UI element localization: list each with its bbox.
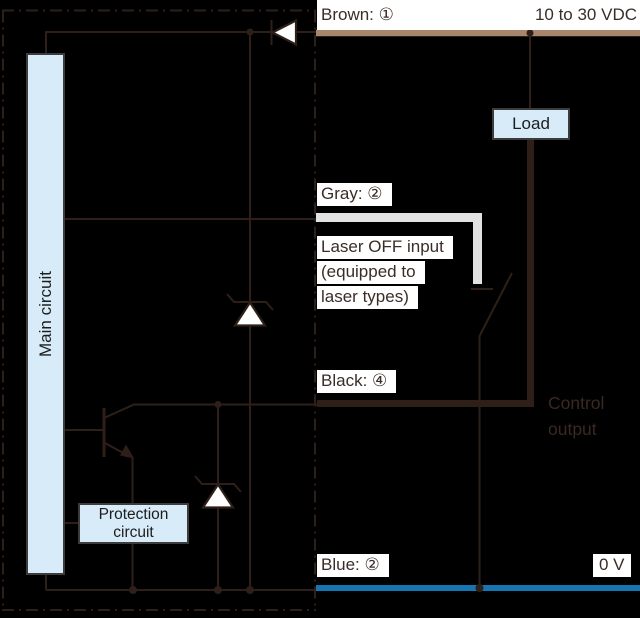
gray-wire — [316, 213, 482, 284]
laser-off-switch-icon — [471, 272, 513, 337]
protection-circuit-label: Protection circuit — [98, 505, 169, 541]
laser-off-note-line-1: Laser OFF input — [317, 236, 453, 259]
sensor-outline — [2, 9, 316, 611]
surge-zener-diode-icon — [226, 293, 274, 327]
laser-off-note-line-2: (equipped to — [317, 261, 425, 284]
reverse-polarity-diode-icon — [270, 18, 298, 47]
supply-strip: Brown: ① 10 to 30 VDC — [317, 0, 640, 30]
protection-circuit-box: Protection circuit — [78, 503, 189, 544]
laser-off-note-line-3: laser types) — [317, 286, 418, 309]
load-label: Load — [512, 114, 550, 133]
control-output-line-2: output — [548, 419, 597, 439]
load-box: Load — [492, 108, 570, 140]
control-output-line-1: Control — [548, 393, 605, 413]
supply-voltage-label: 10 to 30 VDC — [534, 5, 637, 24]
blue-wire-label: Blue: ② — [317, 554, 389, 577]
main-circuit-label: Main circuit — [35, 271, 55, 357]
control-output-label: Control output — [548, 390, 604, 442]
zero-volt-label: 0 V — [593, 554, 631, 577]
npn-transistor-icon — [102, 408, 134, 459]
gray-wire-label: Gray: ② — [317, 183, 392, 206]
junction-dots — [129, 28, 534, 594]
black-wire-label: Black: ④ — [317, 370, 397, 393]
main-circuit-box: Main circuit — [26, 53, 65, 575]
output-zener-diode-icon — [194, 475, 242, 509]
control-output-wire — [317, 140, 534, 407]
brown-wire-label: Brown: ① — [321, 5, 394, 24]
